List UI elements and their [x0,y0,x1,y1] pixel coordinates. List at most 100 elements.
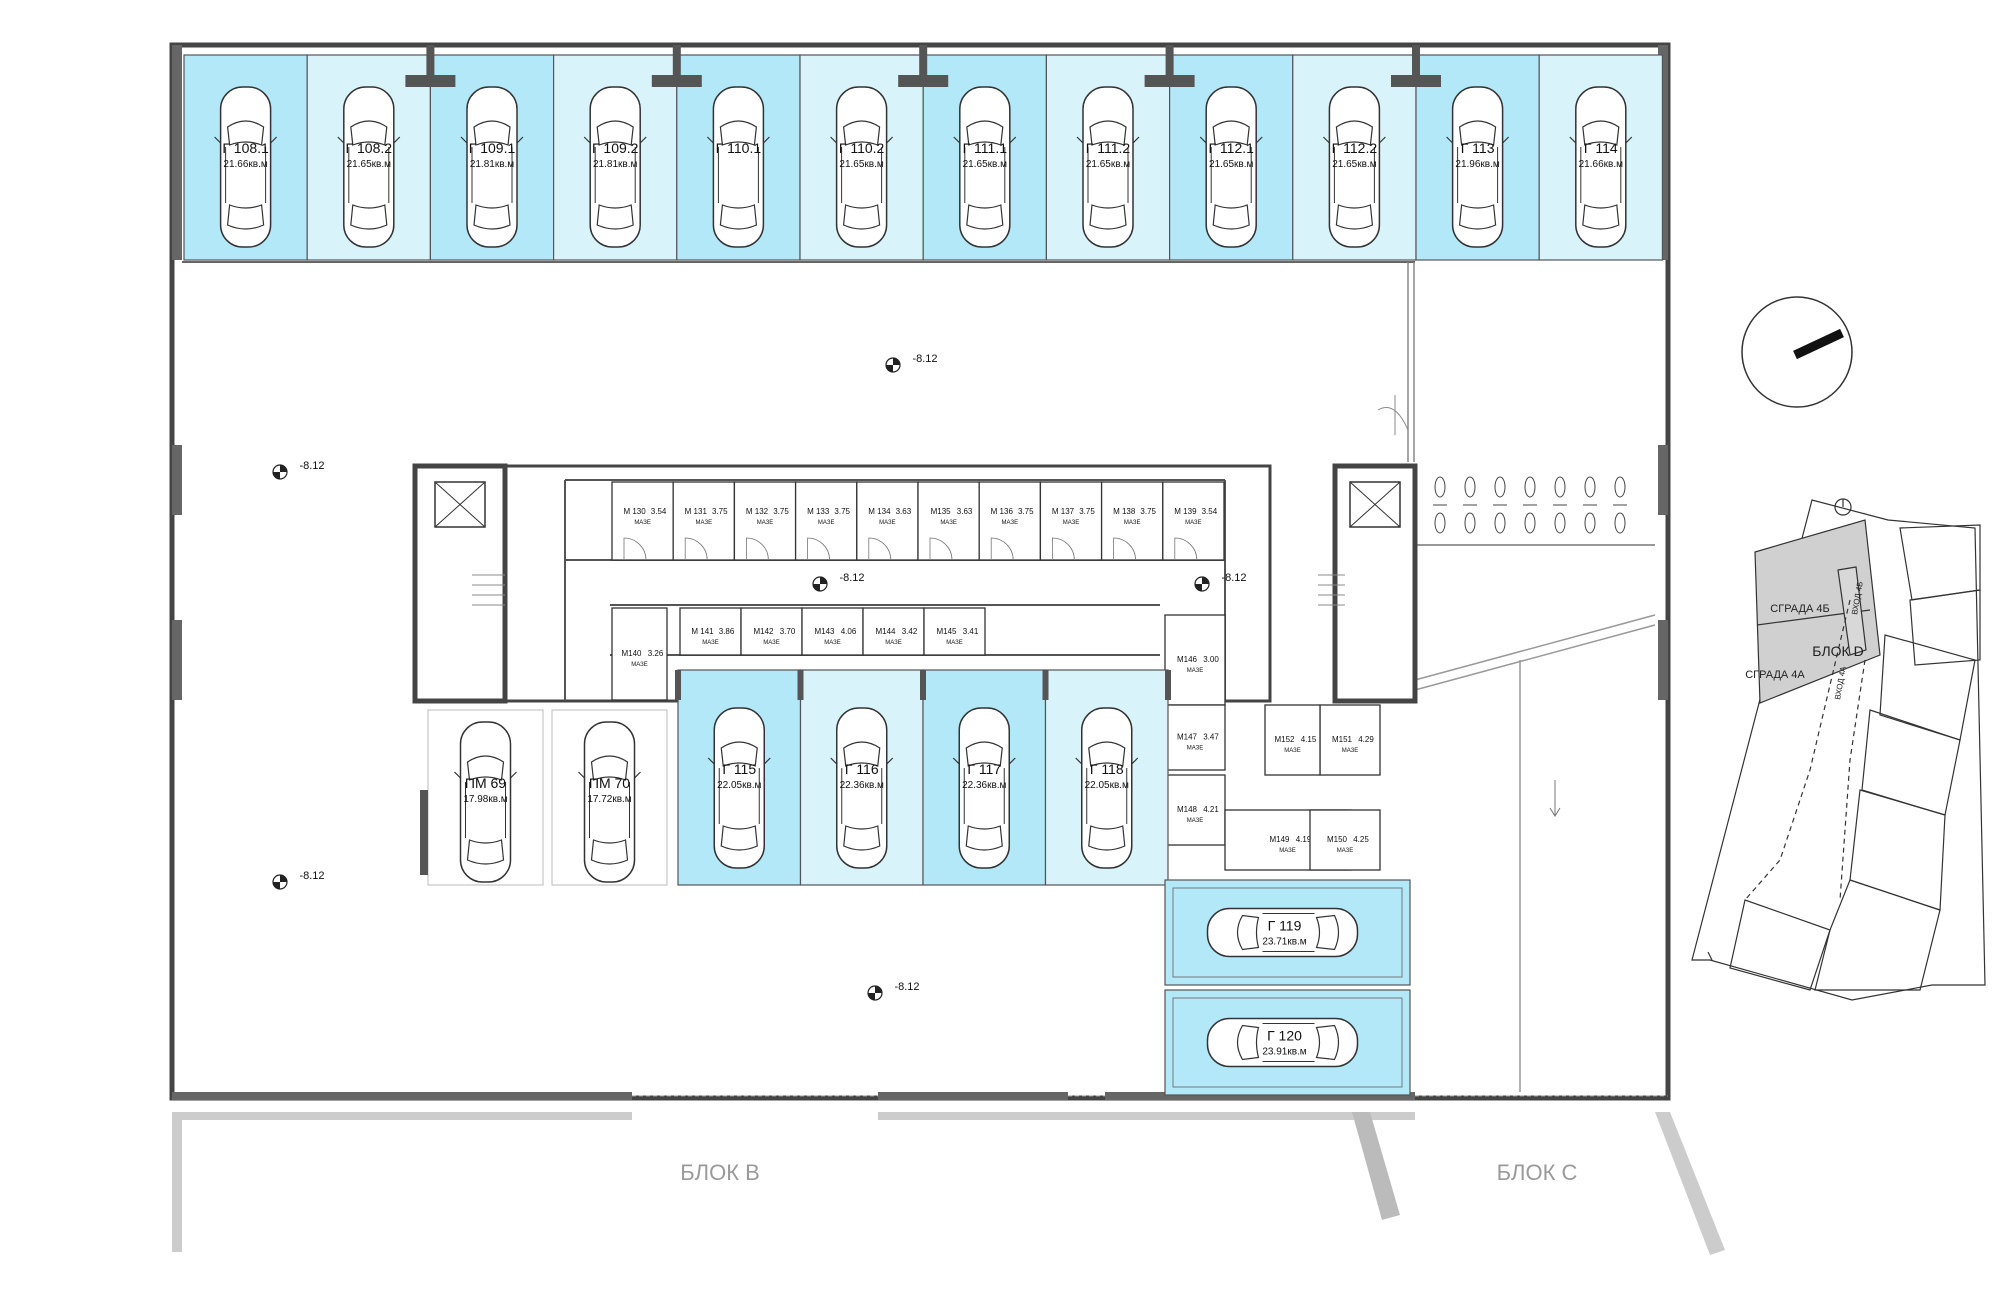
storage-area: 3.47 [1203,733,1219,742]
level-markers: -8.12-8.12-8.12-8.12-8.12-8.12 [272,353,1247,1001]
garage-area: 21.65кв.м [1209,159,1253,170]
garage-code: Г 112.1 [1208,140,1254,156]
storage-code: М140 [621,649,642,658]
car-icon [706,86,771,248]
key-plan [1691,498,1986,1001]
storage-code: М 137 [1052,507,1075,516]
storage-area: 4.25 [1353,835,1369,844]
garage-area: 22.05кв.м [1085,780,1129,791]
storage-note: МАЗЕ [702,640,719,646]
spot-code: ПМ 69 [465,775,506,791]
storage-code: М151 [1332,735,1353,744]
storage-code: М148 [1177,805,1198,814]
storage-code: М 132 [746,507,769,516]
storage-code: М 130 [623,507,646,516]
level-marker: -8.12 [272,870,325,890]
level-value: -8.12 [299,870,324,882]
garage-stall: Г 114 21.66кв.м [1538,54,1663,261]
level-icon [867,985,883,1001]
storage-code: М 136 [991,507,1014,516]
storage-note: МАЗЕ [1279,848,1296,854]
storage-note: МАЗЕ [634,520,651,526]
level-value: -8.12 [839,572,864,584]
storage-note: МАЗЕ [763,640,780,646]
storage-area: 4.29 [1358,735,1374,744]
garage-code: Г 114 [1584,140,1618,156]
garage-area: 21.65кв.м [347,159,391,170]
garage-area: 21.66кв.м [1579,159,1623,170]
level-value: -8.12 [894,981,919,993]
garage-code: Г 110.1 [716,140,762,156]
storage-area: 3.41 [963,627,979,636]
level-marker: -8.12 [812,572,865,592]
key-bldg-4a: СГРАДА 4А [1745,669,1805,681]
garage-code: Г 110.2 [839,140,885,156]
garage-code: Г 108.2 [346,140,393,156]
storage-note: МАЗЕ [1342,748,1359,754]
storage-code: М 131 [685,507,708,516]
storage-note: МАЗЕ [1337,848,1354,854]
storage-note: МАЗЕ [885,640,902,646]
garage-stall: Г 118 22.05кв.м [1044,669,1169,886]
level-marker: -8.12 [272,460,325,480]
storage-note: МАЗЕ [879,520,896,526]
key-block-d: БЛОК D [1812,643,1863,659]
storage-area: 3.54 [651,507,667,516]
level-icon [812,576,828,592]
garage-code: Г 118 [1090,761,1124,777]
garage-code: Г 112.2 [1332,140,1378,156]
storage-note: МАЗЕ [1187,746,1204,752]
level-icon [272,874,288,890]
garage-area: 23.91кв.м [1262,1047,1306,1058]
garage-stall: Г 108.121.66кв.м [183,54,308,261]
block-c-label: БЛОК С [1497,1160,1578,1185]
garage-code: Г 111.1 [963,140,1008,156]
level-value: -8.12 [299,460,324,472]
garage-area: 21.65кв.м [963,159,1007,170]
ramp-area [1377,395,1656,1092]
garage-code: Г 111.2 [1086,140,1131,156]
storage-note: МАЗЕ [1185,520,1202,526]
garage-code: Г 109.1 [469,140,516,156]
bottom-walls [172,1092,1725,1255]
level-value: -8.12 [912,353,937,365]
garage-area: 21.96кв.м [1455,159,1499,170]
storage-code: М 138 [1113,507,1136,516]
storage-area: 3.63 [957,507,973,516]
level-icon [1194,576,1210,592]
north-arrow-icon [1741,296,1853,408]
storage-area: 3.54 [1202,507,1218,516]
storage-area: 3.63 [896,507,912,516]
garage-area: 21.81кв.м [470,159,514,170]
storage-area: 3.75 [1018,507,1034,516]
storage-area: 4.15 [1301,735,1317,744]
storage-note: МАЗЕ [631,662,648,668]
storage-area: 4.21 [1203,805,1219,814]
spot-area: 17.72кв.м [587,794,631,805]
garage-area: 21.81кв.м [593,159,637,170]
storage-area: 3.75 [1079,507,1095,516]
spot-code: ПМ 70 [589,775,630,791]
garage-code: Г 115 [722,761,756,777]
storage-code: М 133 [807,507,830,516]
storage-area: 3.00 [1203,655,1219,664]
garage-area: 23.71кв.м [1262,937,1306,948]
storage-note: МАЗЕ [696,520,713,526]
storage-code: М142 [753,627,774,636]
